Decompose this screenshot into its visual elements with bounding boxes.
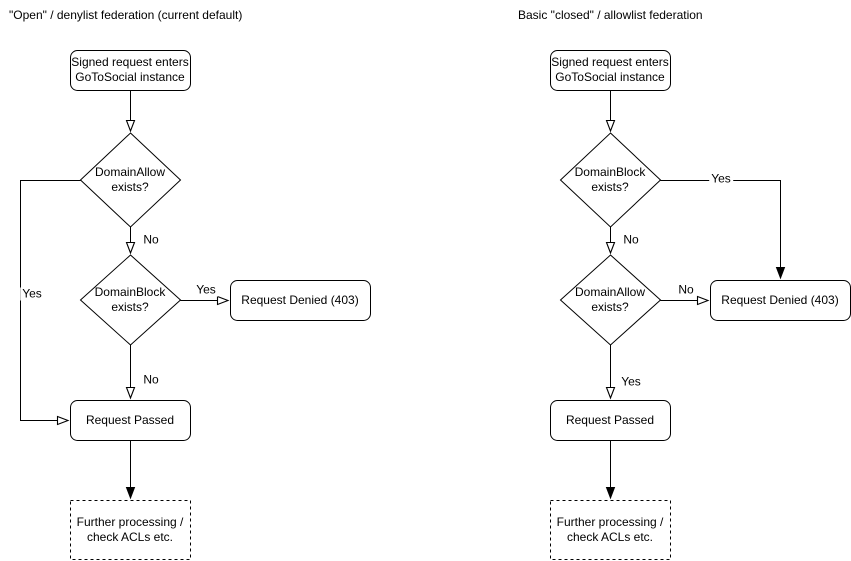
right-start-box [550, 50, 671, 91]
left-start-box [70, 50, 191, 91]
left-decision2-diamond [79, 254, 182, 346]
right-decision2-diamond [559, 254, 662, 346]
right-edge-decision1-yes [660, 180, 786, 280]
left-passed-box [70, 400, 191, 441]
left-chart-title: "Open" / denylist federation (current de… [9, 8, 243, 22]
right-chart-title: Basic "closed" / allowlist federation [518, 8, 703, 22]
right-decision1-diamond [559, 132, 662, 228]
right-denied-box [710, 280, 851, 321]
left-edge-decision1-yes [20, 180, 81, 421]
right-passed-box [550, 400, 671, 441]
left-decision1-diamond [79, 132, 182, 228]
left-denied-box [230, 280, 371, 321]
left-further-box [70, 500, 191, 560]
right-further-box [550, 500, 671, 560]
